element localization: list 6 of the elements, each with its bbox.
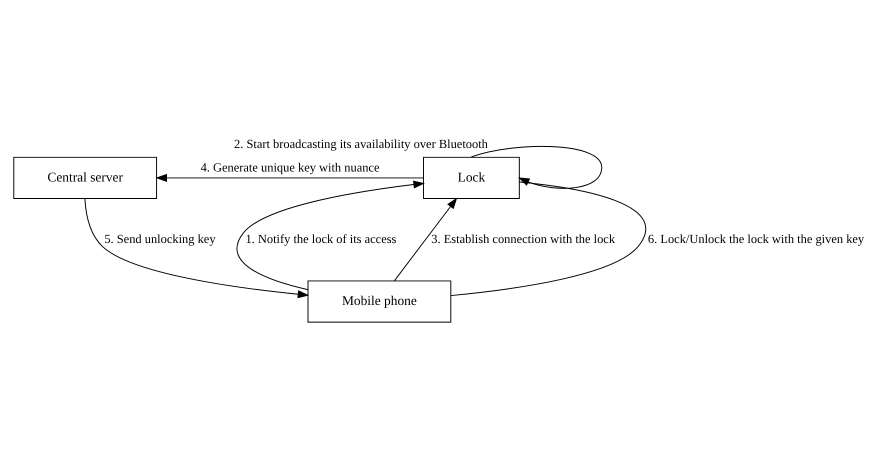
edge-label: 6. Lock/Unlock the lock with the given key [648,232,864,246]
edge-label: 4. Generate unique key with nuance [200,160,380,175]
edge-label: 2. Start broadcasting its availability over Bluetooth [234,136,488,151]
edge-label: 1. Notify the lock of its access [245,232,396,246]
edge-label: 5. Send unlocking key [104,232,216,246]
edge-label: 3. Establish connection with the lock [431,232,616,246]
